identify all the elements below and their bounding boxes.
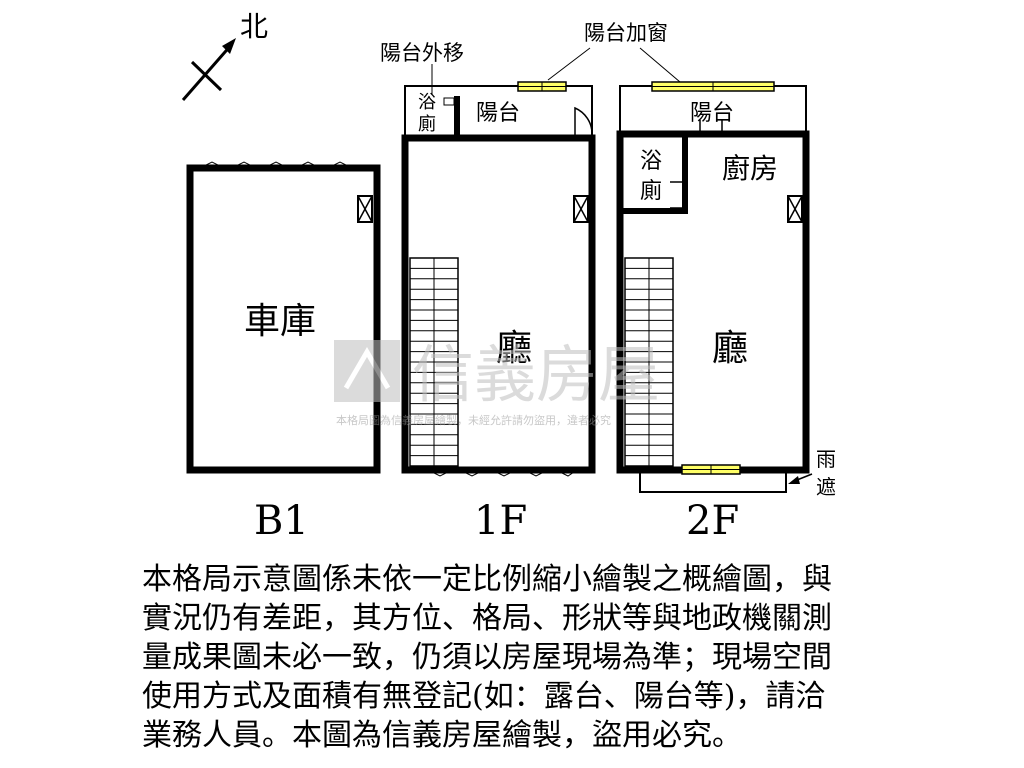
north-compass: 北 [181,10,268,101]
1f-room-bath: 浴 [418,92,436,113]
1f-wall [401,134,596,474]
2f-bath-door [670,181,682,209]
2f-room-toilet: 廁 [640,179,662,204]
compass-arrow [181,43,234,101]
compass-arrowhead [222,38,236,54]
b1-room-garage: 車庫 [244,301,316,342]
2f-balcony-door [699,120,723,134]
1f-bath-wall [454,96,460,138]
floor-b1: 車庫 [186,161,381,474]
b1-wall [186,164,381,474]
1f-folding-door [423,467,581,477]
floor-2f: 陽台 浴 廁 廚房 廳 雨 遮 [616,81,836,499]
note-balcony-moved: 陽台外移 [380,41,464,65]
1f-room-balcony: 陽台 [476,101,520,126]
2f-bath-wall-right [682,134,688,210]
disclaimer-line-2: 實況仍有差距，其方位、格局、形狀等與地政機關測 [142,601,832,636]
2f-window-leader [639,47,681,83]
canopy-label-1: 雨 [816,447,836,471]
2f-room-bath: 浴 [640,149,662,174]
disclaimer-text: 本格局示意圖係未依一定比例縮小繪製之概繪圖，與 實況仍有差距，其方位、格局、形狀… [142,560,902,755]
watermark-notice: 本格局圖為信義房屋繪製，未經允許請勿盜用，違者必究 [336,413,611,427]
disclaimer-line-4: 使用方式及面積有無登記(如：露台、陽台等)，請洽 [142,679,826,714]
watermark-brand: 信義房屋 [412,338,660,411]
1f-balcony-door [574,106,593,138]
compass-north-label: 北 [240,10,268,43]
compass-crossbar [190,60,223,92]
canopy-label-2: 遮 [816,475,836,499]
balcony-window-leader [547,47,591,81]
2f-room-kitchen: 廚房 [722,152,778,185]
watermark: 信義房屋 本格局圖為信義房屋繪製，未經允許請勿盜用，違者必究 [334,338,660,427]
1f-room-living: 廳 [496,328,532,369]
2f-staircase [624,257,674,467]
2f-bath-wall-bottom [620,208,688,214]
caption-b1: B1 [254,498,309,544]
disclaimer-line-1: 本格局示意圖係未依一定比例縮小繪製之概繪圖，與 [142,562,832,597]
1f-room-toilet: 廁 [418,113,436,135]
b1-folding-door [195,161,357,171]
floor-1f: 浴 廁 陽台 廳 [401,64,596,477]
2f-room-balcony: 陽台 [690,101,734,126]
disclaimer-line-3: 量成果圖未必一致，仍須以房屋現場為準；現場空間 [142,640,832,675]
caption-1f: 1F [474,498,527,544]
caption-2f: 2F [686,498,739,544]
disclaimer-line-5: 業務人員。本圖為信義房屋繪製，盜用必究。 [142,718,742,753]
2f-room-living: 廳 [712,328,748,369]
1f-staircase [409,257,459,467]
note-balcony-window: 陽台加窗 [584,21,668,45]
